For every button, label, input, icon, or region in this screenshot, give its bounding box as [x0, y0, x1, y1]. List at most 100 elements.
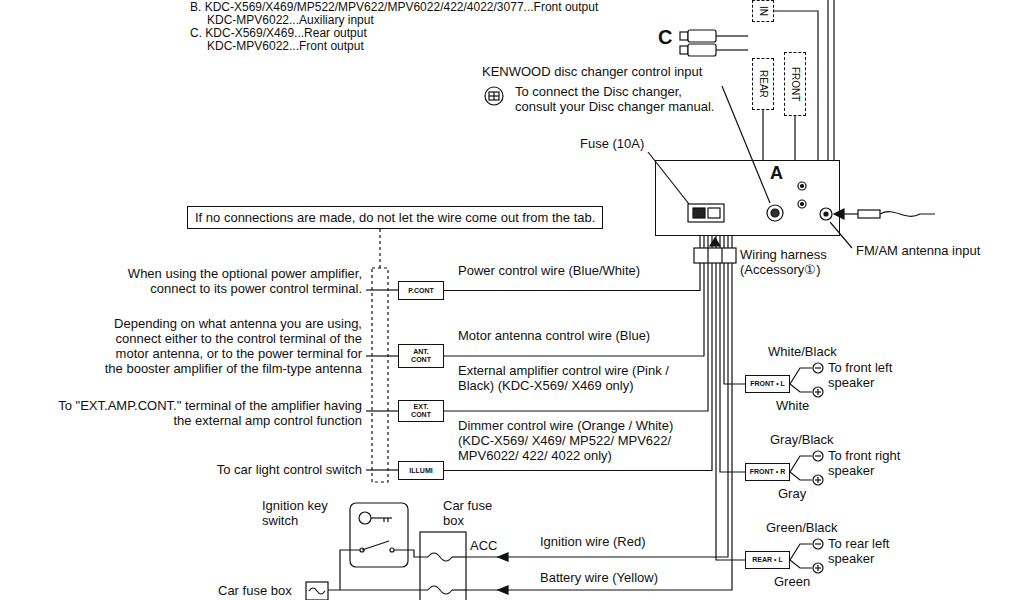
fuse-symbol	[428, 586, 452, 594]
label-slot: Green/Black	[766, 520, 838, 535]
antenna-plug	[858, 210, 880, 218]
rca-plug-body	[688, 30, 716, 42]
ignition-wire	[466, 263, 728, 557]
wire-arrow	[498, 586, 508, 594]
switch-wire	[394, 550, 428, 557]
terminal-name: ACC	[470, 538, 497, 553]
label-slot: When using the optional power amplifier,…	[122, 266, 362, 296]
speaker-connector-label: FRONT • L	[750, 380, 785, 388]
fuse-symbol	[428, 553, 452, 561]
leader-line	[366, 469, 398, 470]
harness-group	[694, 238, 736, 263]
label-slot: White/Black	[768, 344, 837, 359]
rca-jack	[798, 182, 806, 190]
label-slot: KDC-MPV6022...Front output	[207, 39, 364, 53]
minus-terminal	[815, 543, 821, 544]
plus-terminal	[817, 565, 818, 571]
tab-label: ANT. CONT	[407, 348, 435, 364]
label-slot: To "EXT.AMP.CONT." terminal of the ampli…	[40, 398, 362, 428]
output-label-box: REAR	[752, 58, 774, 110]
label-slot: ACC	[470, 538, 497, 553]
leader-line	[830, 222, 852, 248]
wire-connector	[794, 116, 795, 160]
label-slot: Ignition wire (Red)	[540, 534, 646, 549]
part-name: Car fuse box	[443, 498, 497, 528]
dashed-bracket	[372, 268, 388, 482]
fuse-wire	[452, 556, 466, 557]
harness-wire	[727, 236, 728, 248]
label-slot: External amplifier control wire (Pink / …	[458, 363, 672, 393]
label-slot: To front right speaker	[828, 448, 918, 478]
label-slot: Ignition key switch	[262, 498, 347, 528]
fuse-symbol	[309, 588, 325, 594]
wire-connector	[444, 236, 700, 291]
rca-jack	[801, 185, 804, 188]
connector-label: IN	[757, 6, 769, 16]
minus-terminal	[813, 539, 823, 549]
illustration-group	[306, 0, 935, 600]
switch-lever	[362, 541, 389, 550]
label-slot: Wiring harness (Accessory①)	[740, 247, 840, 277]
rca-plug-tip	[680, 32, 688, 40]
dashed-bracket	[379, 229, 380, 268]
wire-color: White/Black	[768, 344, 837, 359]
label-slot: Car fuse box	[443, 498, 497, 528]
car-fuse-box	[306, 582, 328, 600]
wire-connector	[444, 236, 704, 356]
plus-terminal	[813, 475, 823, 485]
antenna-jack	[820, 208, 832, 220]
minus-terminal	[815, 455, 821, 456]
speaker-wire	[790, 560, 812, 568]
part-name: Fuse (10A)	[580, 136, 644, 151]
battery-feed-wire	[328, 589, 428, 590]
minus-terminal	[815, 367, 821, 368]
part-name: Ignition key switch	[262, 498, 347, 528]
minus-terminal	[813, 451, 823, 461]
harness-connector	[694, 248, 736, 263]
label-slot: To connect the Disc changer, consult you…	[515, 84, 720, 114]
label-slot: C	[658, 26, 672, 48]
speaker-wire	[790, 456, 812, 472]
wire-connector	[774, 11, 818, 160]
plus-terminal	[817, 389, 818, 395]
wire-color: Gray/Black	[770, 432, 834, 447]
label-slot: Gray	[778, 486, 806, 501]
speaker-wire	[790, 544, 812, 560]
fuse-symbol	[693, 208, 705, 218]
plus-terminal	[813, 387, 823, 397]
output-label-box: IN	[752, 0, 774, 22]
model-note: B. KDC-X569/X469/MP522/MPV622/MPV6022/42…	[190, 0, 598, 14]
wire-label: Battery wire (Yellow)	[540, 570, 658, 585]
antenna-jack	[824, 212, 828, 216]
antenna-cable	[880, 212, 935, 217]
wire-tab: P.CONT	[398, 281, 444, 300]
model-note: KDC-MPV6022...Auxiliary input	[207, 13, 374, 27]
disc-changer-connector	[771, 209, 779, 217]
label-slot: B. KDC-X569/X469/MP522/MPV622/MPV6022/42…	[190, 0, 598, 14]
speaker-connector-label: REAR • L	[752, 556, 782, 564]
harness-connector	[721, 248, 722, 263]
harness-wire	[731, 236, 732, 248]
wire-connector	[716, 236, 745, 560]
signal-cable	[833, 0, 834, 160]
model-note: KDC-MPV6022...Front output	[207, 39, 364, 53]
wire-color: White	[776, 398, 809, 413]
label-slot: Gray/Black	[770, 432, 834, 447]
connector-label: REAR	[757, 70, 769, 98]
wire-label: Motor antenna control wire (Blue)	[458, 328, 650, 343]
disc-changer-icon	[489, 95, 499, 96]
connector-label: FRONT	[789, 67, 801, 101]
speaker-wire	[790, 384, 812, 392]
label-slot: White	[776, 398, 809, 413]
rca-plug-body	[688, 44, 716, 56]
rca-plug-tip	[680, 46, 688, 54]
label-slot: Car fuse box	[218, 583, 292, 598]
wire-tab: EXT. CONT	[398, 400, 444, 422]
switch-wire	[340, 550, 360, 590]
wire-color: Gray	[778, 486, 806, 501]
label-slot: KDC-MPV6022...Auxiliary input	[207, 13, 374, 27]
antenna-arrow	[834, 209, 844, 219]
wire-tab: ANT. CONT	[398, 344, 444, 368]
